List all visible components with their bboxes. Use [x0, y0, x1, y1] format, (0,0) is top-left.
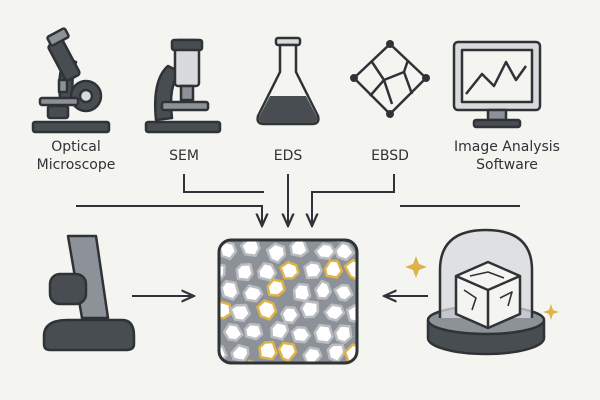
tool-label-eds: EDS [248, 147, 328, 165]
tool-label-image-analysis: Image Analysis Software [432, 138, 582, 174]
microscope-stand-icon [42, 234, 136, 352]
grain [256, 261, 278, 282]
label-line: Optical [51, 139, 101, 155]
grain [243, 322, 264, 341]
grain [364, 281, 380, 297]
crystal-lattice-icon [350, 40, 430, 118]
grain [333, 283, 354, 302]
label-line: EBSD [371, 148, 409, 164]
grain [313, 323, 335, 344]
sparkle-icon [405, 256, 559, 320]
grain [314, 279, 333, 300]
grain [197, 282, 214, 299]
grain [242, 284, 264, 303]
mounted-sample-dome-icon [426, 228, 546, 356]
grain [359, 366, 378, 384]
grain [373, 303, 392, 319]
grain [229, 303, 251, 323]
grain-microstructure-icon [197, 220, 392, 384]
grain [355, 240, 357, 258]
grain [256, 299, 278, 321]
grain [323, 259, 344, 279]
grain [281, 222, 299, 238]
grain [292, 282, 312, 303]
grain [299, 299, 320, 319]
grain [200, 241, 217, 256]
tool-label-ebsd: EBSD [350, 147, 430, 165]
grain [220, 280, 240, 301]
optical-microscope-icon [31, 27, 111, 134]
connector-lines [76, 174, 520, 296]
grain [333, 324, 353, 344]
grain [219, 262, 226, 282]
grain [223, 367, 241, 384]
sem-icon [144, 38, 222, 134]
tool-label-optical-microscope: Optical Microscope [16, 138, 136, 174]
grain [370, 223, 387, 239]
grain [302, 346, 323, 363]
grain [198, 364, 215, 380]
grain [258, 340, 278, 361]
grain [327, 240, 348, 243]
grain [371, 348, 389, 365]
grain [369, 264, 388, 280]
grain [314, 242, 337, 260]
grain [314, 365, 333, 382]
grain [235, 262, 254, 282]
grain [290, 326, 312, 344]
grain [222, 322, 244, 342]
grain [219, 300, 232, 320]
grain [230, 343, 250, 363]
grain [303, 261, 323, 280]
grain [265, 242, 287, 264]
grain [305, 221, 322, 238]
grain [266, 278, 286, 297]
grain [362, 320, 381, 338]
grain [277, 341, 298, 363]
label-line: Image Analysis [454, 139, 560, 155]
grain [279, 260, 300, 280]
grain [231, 240, 251, 241]
grain [210, 221, 227, 238]
grain [200, 324, 215, 341]
tool-label-sem: SEM [144, 147, 224, 165]
label-line: EDS [273, 148, 303, 164]
grain [256, 220, 276, 236]
monitor-chart-icon [452, 40, 542, 129]
label-line: SEM [169, 148, 199, 164]
flask-icon [256, 36, 320, 126]
grain [343, 343, 357, 363]
grain [333, 362, 353, 363]
grain [269, 367, 286, 384]
label-line: Microscope [36, 157, 116, 173]
grain [323, 303, 346, 322]
grain [333, 241, 356, 262]
grain [280, 306, 300, 325]
grain [345, 220, 362, 238]
grain [294, 367, 311, 383]
grain [239, 240, 261, 257]
grain [270, 320, 290, 341]
label-line: Software [476, 157, 538, 173]
